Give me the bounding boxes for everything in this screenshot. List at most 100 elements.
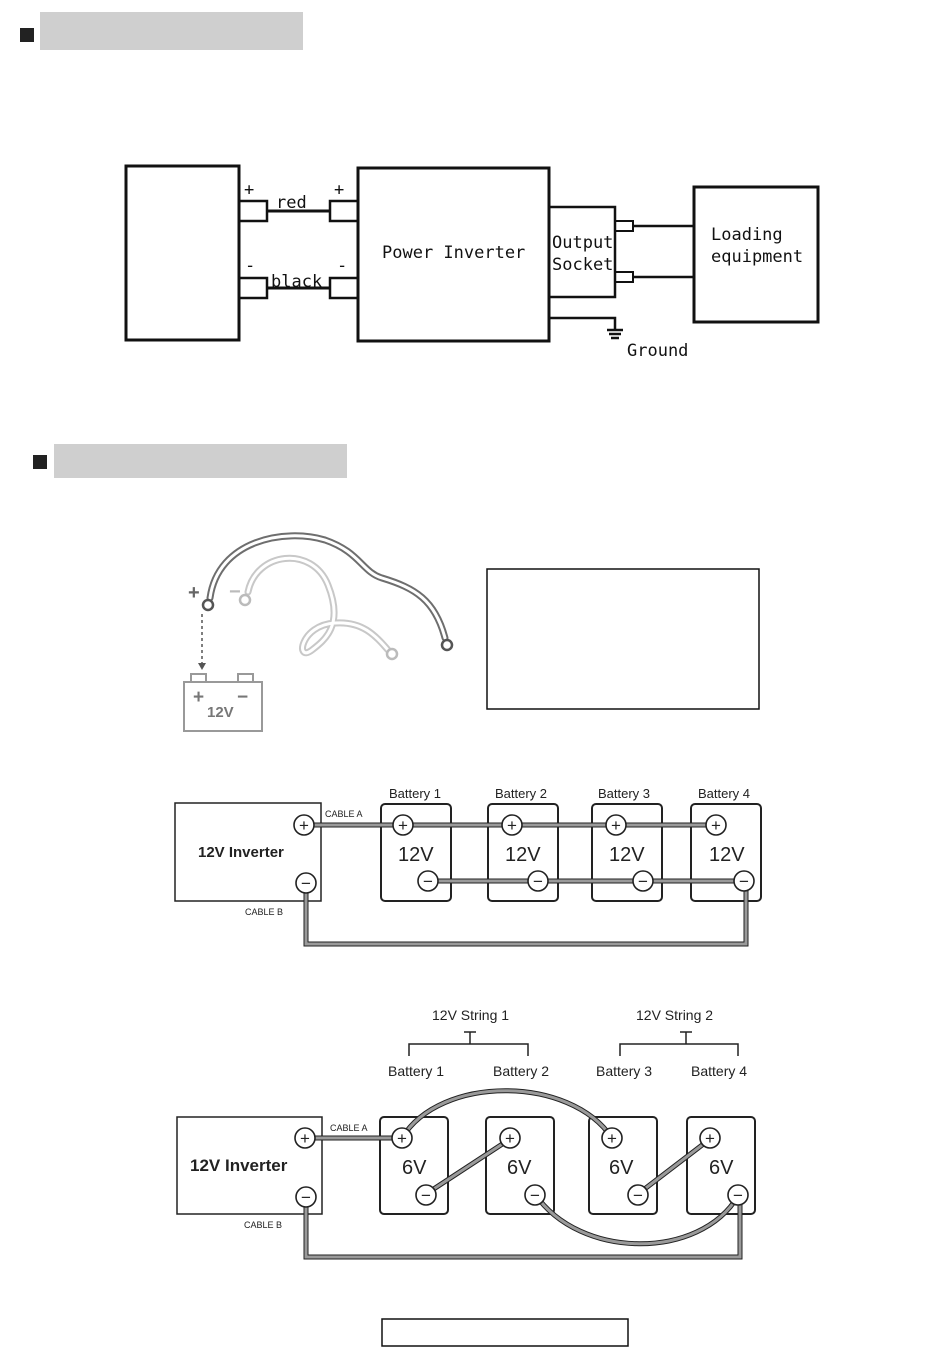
positive-parallel-link (400, 1089, 614, 1140)
series-battery-1-minus-terminal: − (415, 1184, 437, 1206)
parallel-battery-2-plus-terminal-symbol: + (507, 816, 517, 835)
series-battery-2-minus-terminal: − (524, 1184, 546, 1206)
negative-ring-terminal-end (385, 647, 399, 661)
parallel-battery-4-plus-terminal-symbol: + (711, 816, 721, 835)
series-battery-4-minus-terminal: − (727, 1184, 749, 1206)
section-1-heading-bar (40, 12, 303, 50)
section-2-marker (33, 455, 47, 469)
string-2-series-link (636, 1137, 712, 1196)
parallel-battery-2-plus-terminal: + (501, 814, 523, 836)
series-battery-2-plus-terminal: + (499, 1127, 521, 1149)
ground-icon (607, 328, 623, 340)
inverter-positive-terminal (328, 199, 360, 223)
parallel-battery-2-name: Battery 2 (495, 786, 547, 801)
parallel-battery-4-plus-terminal: + (705, 814, 727, 836)
string-2-bracket (619, 1043, 739, 1056)
output-socket-line1: Output (552, 233, 613, 253)
series-battery-3-minus-terminal: − (627, 1184, 649, 1206)
parallel-battery-3-minus-terminal: − (632, 870, 654, 892)
parallel-battery-2-minus-terminal: − (527, 870, 549, 892)
series-battery-2-voltage: 6V (507, 1157, 532, 1179)
parallel-battery-4-minus-terminal-symbol: − (739, 872, 749, 891)
inverter-negative-terminal (328, 276, 360, 300)
series-battery-1-plus-terminal-symbol: + (397, 1129, 407, 1148)
series-cable-b (304, 1196, 742, 1259)
output-socket-line2: Socket (552, 255, 613, 275)
parallel-inverter-label: 12V Inverter (198, 844, 284, 861)
string-1-bracket (408, 1043, 529, 1056)
empty-caption-box (381, 1318, 629, 1347)
inverter-plus-sign: + (334, 180, 344, 200)
section-1-marker (20, 28, 34, 42)
series-battery-2-name: Battery 2 (493, 1063, 549, 1079)
parallel-battery-3-voltage: 12V (609, 844, 645, 866)
parallel-battery-3-plus-terminal: + (605, 814, 627, 836)
series-inverter-minus-terminal-symbol: − (301, 1188, 311, 1207)
battery-negative-terminal (237, 276, 269, 300)
series-battery-3-voltage: 6V (609, 1157, 634, 1179)
series-battery-3-plus-terminal: + (601, 1127, 623, 1149)
parallel-battery-1-plus-terminal-symbol: + (398, 816, 408, 835)
parallel-terminals: +−+−+−+−+− (293, 814, 755, 894)
series-terminals: + − + − + − + − + − (294, 1127, 749, 1208)
series-battery-2-plus-terminal-symbol: + (505, 1129, 515, 1148)
series-battery-2-minus-terminal-symbol: − (530, 1186, 540, 1205)
series-battery-1-minus-terminal-symbol: − (421, 1186, 431, 1205)
parallel-inverter-minus-terminal: − (295, 872, 317, 894)
cable-illustration (183, 532, 454, 732)
series-battery-3-plus-terminal-symbol: + (607, 1129, 617, 1148)
parallel-battery-4-voltage: 12V (709, 844, 745, 866)
power-inverter-label: Power Inverter (382, 243, 525, 263)
parallel-battery-1-plus-terminal: + (392, 814, 414, 836)
battery-voltage-label: 12V (207, 704, 234, 721)
parallel-battery-4-name: Battery 4 (698, 786, 750, 801)
arrow-head-icon (198, 663, 206, 670)
battery-plus-sign: + (193, 687, 204, 708)
series-battery-4-minus-terminal-symbol: − (733, 1186, 743, 1205)
output-plug-1 (614, 220, 634, 232)
inverter-minus-sign: - (337, 256, 347, 276)
cable-minus-sign: − (229, 581, 241, 603)
series-battery-4-plus-terminal-symbol: + (705, 1129, 715, 1148)
series-inverter-plus-terminal: + (294, 1127, 316, 1149)
black-cable-label: black (271, 272, 322, 292)
series-battery-1-plus-terminal: + (391, 1127, 413, 1149)
empty-note-box (486, 568, 760, 710)
parallel-cable-b-label: CABLE B (245, 907, 283, 917)
series-battery-1-voltage: 6V (402, 1157, 427, 1179)
parallel-battery-3-minus-terminal-symbol: − (638, 872, 648, 891)
series-battery-4-plus-terminal: + (699, 1127, 721, 1149)
string-2-label: 12V String 2 (636, 1007, 713, 1023)
parallel-battery-1-voltage: 12V (398, 844, 434, 866)
parallel-cable-a-label: CABLE A (325, 809, 363, 819)
series-battery-3-name: Battery 3 (596, 1063, 652, 1079)
battery-positive-terminal (237, 199, 269, 223)
series-battery-1-name: Battery 1 (388, 1063, 444, 1079)
series-inverter-label: 12V Inverter (190, 1156, 288, 1175)
cable-plus-sign: + (188, 582, 200, 604)
loading-equipment-line1: Loading (711, 225, 783, 245)
string-1-label: 12V String 1 (432, 1007, 509, 1023)
output-plug-2 (614, 271, 634, 283)
series-battery-3-minus-terminal-symbol: − (633, 1186, 643, 1205)
output-socket-box (547, 205, 617, 299)
parallel-battery-2-voltage: 12V (505, 844, 541, 866)
parallel-battery-3-name: Battery 3 (598, 786, 650, 801)
red-cable-label: red (276, 193, 307, 213)
section-2-heading-bar (54, 444, 347, 478)
small-battery-icon (183, 681, 263, 732)
loading-equipment-line2: equipment (711, 247, 803, 267)
negative-ring-terminal (238, 593, 252, 607)
negative-parallel-link (533, 1192, 740, 1246)
series-cable-a-label: CABLE A (330, 1123, 368, 1133)
positive-ring-terminal (201, 598, 215, 612)
series-battery-4-name: Battery 4 (691, 1063, 747, 1079)
wiring-diagram (124, 164, 820, 343)
series-inverter-minus-terminal: − (295, 1186, 317, 1208)
series-inverter-plus-terminal-symbol: + (300, 1129, 310, 1148)
parallel-battery-1-name: Battery 1 (389, 786, 441, 801)
parallel-inverter-minus-terminal-symbol: − (301, 874, 311, 893)
series-cable-b-label: CABLE B (244, 1220, 282, 1230)
ground-label: Ground (627, 341, 688, 361)
